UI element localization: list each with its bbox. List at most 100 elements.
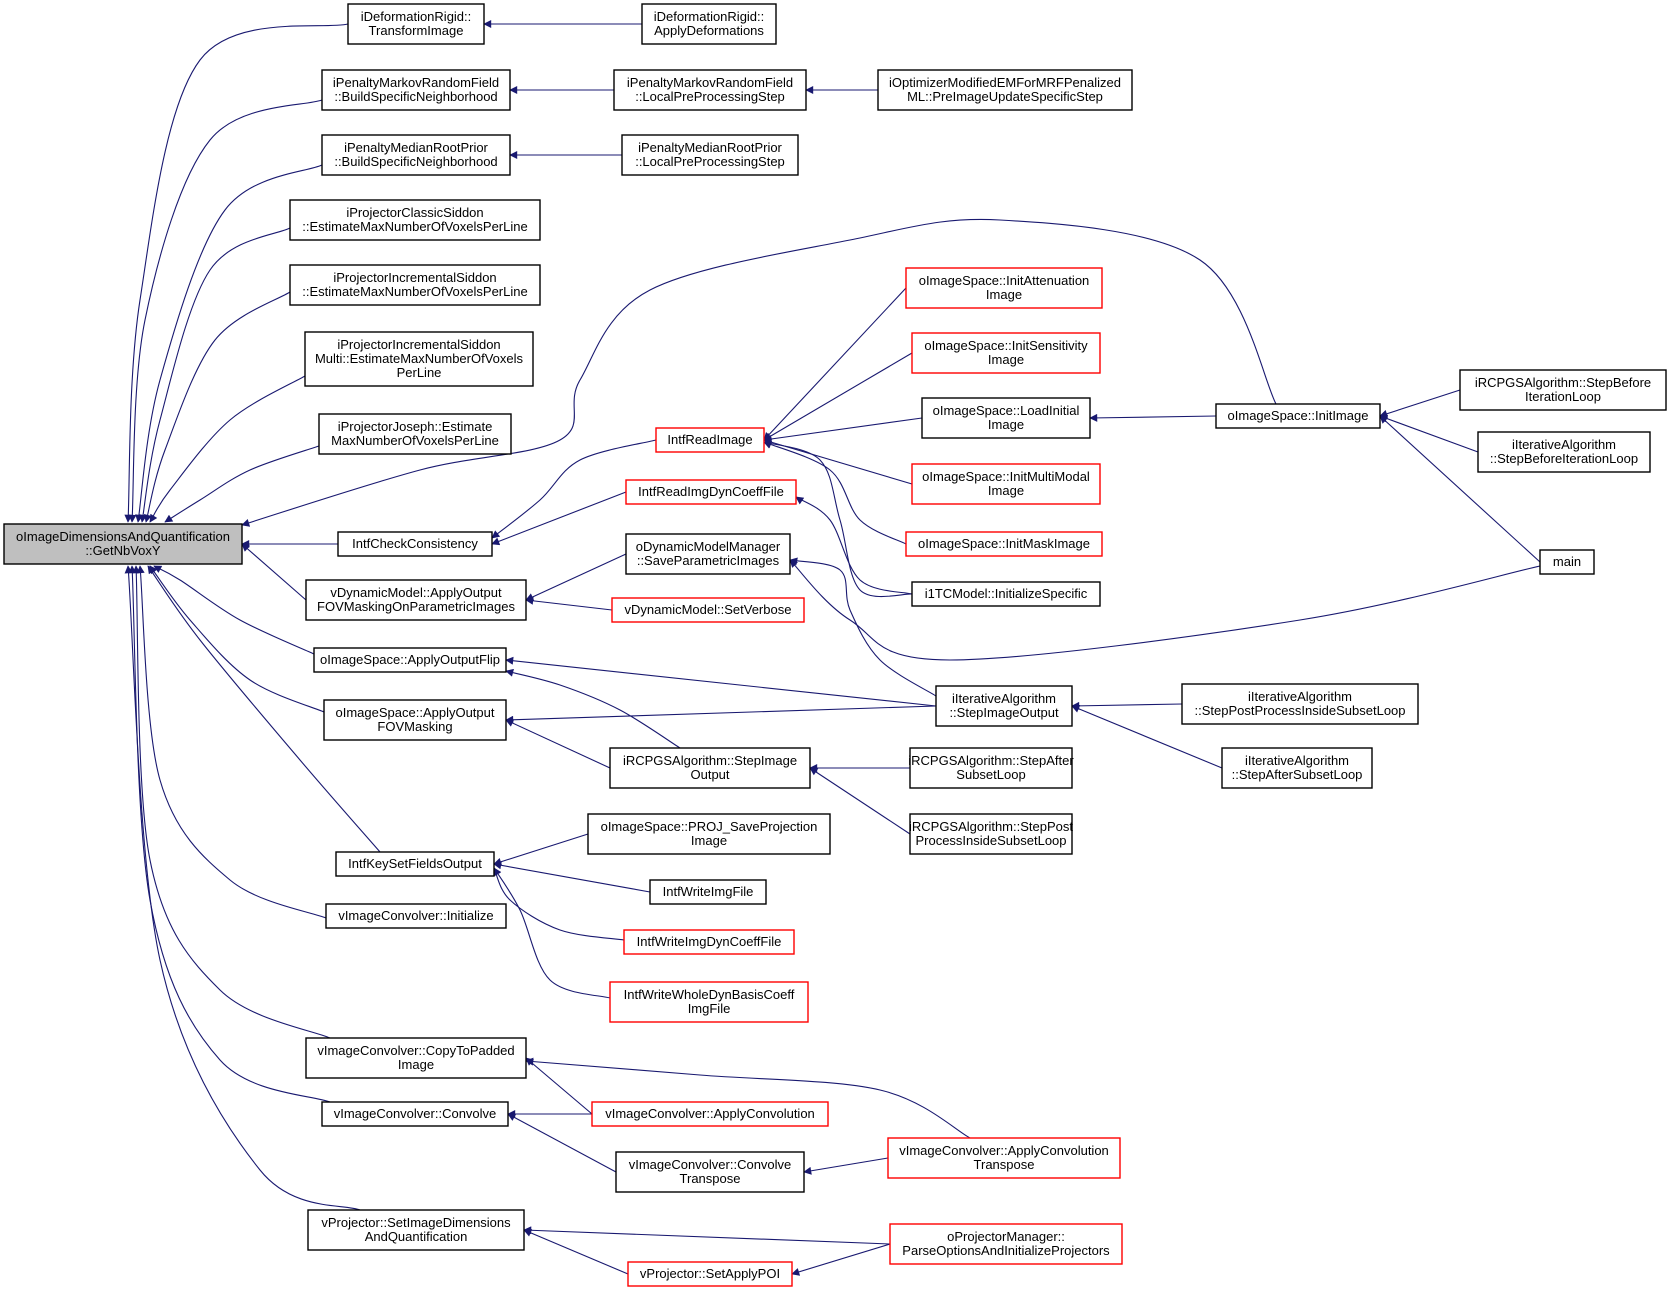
node-vic_init[interactable]: vImageConvolver::Initialize xyxy=(325,903,507,929)
node-box xyxy=(911,463,1101,505)
node-opm_parse[interactable]: oProjectorManager::ParseOptionsAndInitia… xyxy=(889,1223,1123,1265)
node-intf_readdyn[interactable]: IntfReadImgDynCoeffFile xyxy=(625,479,797,505)
node-ipis[interactable]: iProjectorIncrementalSiddon::EstimateMax… xyxy=(289,264,541,306)
node-ircpgs_sasl[interactable]: iRCPGSAlgorithm::StepAfterSubsetLoop xyxy=(908,747,1074,789)
edge-vic_applyconvT-to-vic_copy xyxy=(525,1057,971,1139)
edge-ipis-to-getnbvoxy xyxy=(143,291,291,523)
node-intf_key[interactable]: IntfKeySetFieldsOutput xyxy=(335,851,495,877)
node-vp_poi[interactable]: vProjector::SetApplyPOI xyxy=(627,1261,793,1287)
node-ircpgs_sbil[interactable]: iRCPGSAlgorithm::StepBeforeIterationLoop xyxy=(1459,369,1667,411)
node-ois_flip[interactable]: oImageSpace::ApplyOutputFlip xyxy=(313,647,507,673)
node-box xyxy=(321,134,511,176)
node-label-line: vImageConvolver::Convolve xyxy=(629,1157,792,1172)
node-box xyxy=(623,929,795,955)
node-idr_apply[interactable]: iDeformationRigid::ApplyDeformations xyxy=(641,3,777,45)
node-vic_applyconv[interactable]: vImageConvolver::ApplyConvolution xyxy=(591,1101,829,1127)
node-ipmrf_build[interactable]: iPenaltyMarkovRandomField::BuildSpecific… xyxy=(321,69,511,111)
node-label-line: IntfWriteImgDynCoeffFile xyxy=(637,934,782,949)
node-box xyxy=(627,1261,793,1287)
node-label-line: ::StepBeforeIterationLoop xyxy=(1490,451,1638,466)
node-box xyxy=(911,332,1101,374)
edge-opm_parse-to-vp_setdims xyxy=(523,1226,891,1245)
node-vp_setdims[interactable]: vProjector::SetImageDimensionsAndQuantif… xyxy=(307,1209,525,1251)
node-label-line: IntfCheckConsistency xyxy=(352,536,478,551)
node-ipmrp_local[interactable]: iPenaltyMedianRootPrior::LocalPreProcess… xyxy=(621,134,799,176)
node-iia_sasl[interactable]: iIterativeAlgorithm::StepAfterSubsetLoop xyxy=(1221,747,1373,789)
node-intf_check[interactable]: IntfCheckConsistency xyxy=(337,531,493,557)
node-ipcs[interactable]: iProjectorClassicSiddon::EstimateMaxNumb… xyxy=(289,199,541,241)
node-box xyxy=(1477,431,1651,473)
node-label-line: IntfReadImage xyxy=(667,432,752,447)
node-intf_writedyn[interactable]: IntfWriteImgDynCoeffFile xyxy=(623,929,795,955)
node-box xyxy=(3,523,243,565)
node-vdm_verbose[interactable]: vDynamicModel::SetVerbose xyxy=(611,597,805,623)
node-iopt_pre[interactable]: iOptimizerModifiedEMForMRFPenalizedML::P… xyxy=(877,69,1133,111)
node-label-line: iOptimizerModifiedEMForMRFPenalized xyxy=(889,75,1121,90)
node-box xyxy=(307,1209,525,1251)
edge-vic_copy-to-getnbvoxy xyxy=(132,565,331,1039)
node-ipj[interactable]: iProjectorJoseph::EstimateMaxNumberOfVox… xyxy=(318,413,512,455)
node-box xyxy=(905,267,1103,309)
node-ircpgs_sio[interactable]: iRCPGSAlgorithm::StepImageOutput xyxy=(609,747,811,789)
node-label-line: ::StepAfterSubsetLoop xyxy=(1232,767,1363,782)
edge-ois_initatt-to-intf_readimage xyxy=(763,287,907,441)
node-box xyxy=(655,427,765,453)
node-label-line: ::EstimateMaxNumberOfVoxelsPerLine xyxy=(302,284,527,299)
edge-vdm_verbose-to-vdm_apply xyxy=(525,596,613,611)
edge-main-to-odmm_save xyxy=(789,559,1541,661)
node-label-line: IntfKeySetFieldsOutput xyxy=(348,856,482,871)
node-label-line: iPenaltyMarkovRandomField xyxy=(627,75,793,90)
node-iia_sppisl[interactable]: iIterativeAlgorithm::StepPostProcessInsi… xyxy=(1181,683,1419,725)
node-intf_write[interactable]: IntfWriteImgFile xyxy=(649,879,767,905)
edge-layer xyxy=(124,20,1541,1276)
node-box xyxy=(325,903,507,929)
edge-vp_setdims-to-getnbvoxy xyxy=(124,565,361,1211)
node-label-line: iPenaltyMarkovRandomField xyxy=(333,75,499,90)
node-ois_initmask[interactable]: oImageSpace::InitMaskImage xyxy=(905,531,1103,557)
edge-ircpgs_sio-to-ois_flip xyxy=(505,668,681,749)
node-ipmrp_build[interactable]: iPenaltyMedianRootPrior::BuildSpecificNe… xyxy=(321,134,511,176)
edge-ipj-to-getnbvoxy xyxy=(164,445,320,523)
node-idr_transform[interactable]: iDeformationRigid::TransformImage xyxy=(347,3,485,45)
node-ois_initimage[interactable]: oImageSpace::InitImage xyxy=(1215,403,1381,429)
node-intf_readimage[interactable]: IntfReadImage xyxy=(655,427,765,453)
node-ircpgs_sppisl[interactable]: iRCPGSAlgorithm::StepPostProcessInsideSu… xyxy=(909,813,1073,855)
node-label-line: IterationLoop xyxy=(1525,389,1601,404)
node-box xyxy=(625,479,797,505)
edge-iia_sio-to-odmm_save xyxy=(789,557,937,697)
node-getnbvoxy[interactable]: oImageDimensionsAndQuantification::GetNb… xyxy=(3,523,243,565)
edge-vic_init-to-getnbvoxy xyxy=(136,565,327,919)
node-iia_sio[interactable]: iIterativeAlgorithm::StepImageOutput xyxy=(935,685,1073,727)
node-label-line: vImageConvolver::ApplyConvolution xyxy=(605,1106,815,1121)
node-main[interactable]: main xyxy=(1539,549,1595,575)
node-box xyxy=(313,647,507,673)
node-vdm_apply[interactable]: vDynamicModel::ApplyOutputFOVMaskingOnPa… xyxy=(305,579,527,621)
edge-intf_write-to-intf_key xyxy=(493,861,651,893)
node-label-line: ::GetNbVoxY xyxy=(85,543,160,558)
edge-ois_fovmask-to-getnbvoxy xyxy=(149,565,325,713)
node-vic_convolve[interactable]: vImageConvolver::Convolve xyxy=(321,1101,509,1127)
node-box xyxy=(613,69,807,111)
node-label-line: iIterativeAlgorithm xyxy=(1245,753,1349,768)
node-ipmrf_local[interactable]: iPenaltyMarkovRandomField::LocalPreProce… xyxy=(613,69,807,111)
node-ipism[interactable]: iProjectorIncrementalSiddonMulti::Estima… xyxy=(304,331,534,387)
node-label-line: oImageSpace::InitMultiModal xyxy=(922,469,1090,484)
node-i1tc[interactable]: i1TCModel::InitializeSpecific xyxy=(911,581,1101,607)
node-label-line: Transpose xyxy=(680,1171,741,1186)
node-odmm_save[interactable]: oDynamicModelManager::SaveParametricImag… xyxy=(625,533,791,575)
node-iia_sbil[interactable]: iIterativeAlgorithm::StepBeforeIteration… xyxy=(1477,431,1651,473)
node-label-line: IntfWriteWholeDynBasisCoeff xyxy=(624,987,795,1002)
edge-ipmrf_build-to-getnbvoxy xyxy=(128,99,323,523)
node-vic_applyconvT[interactable]: vImageConvolver::ApplyConvolutionTranspo… xyxy=(887,1137,1121,1179)
node-label-line: iIterativeAlgorithm xyxy=(1512,437,1616,452)
